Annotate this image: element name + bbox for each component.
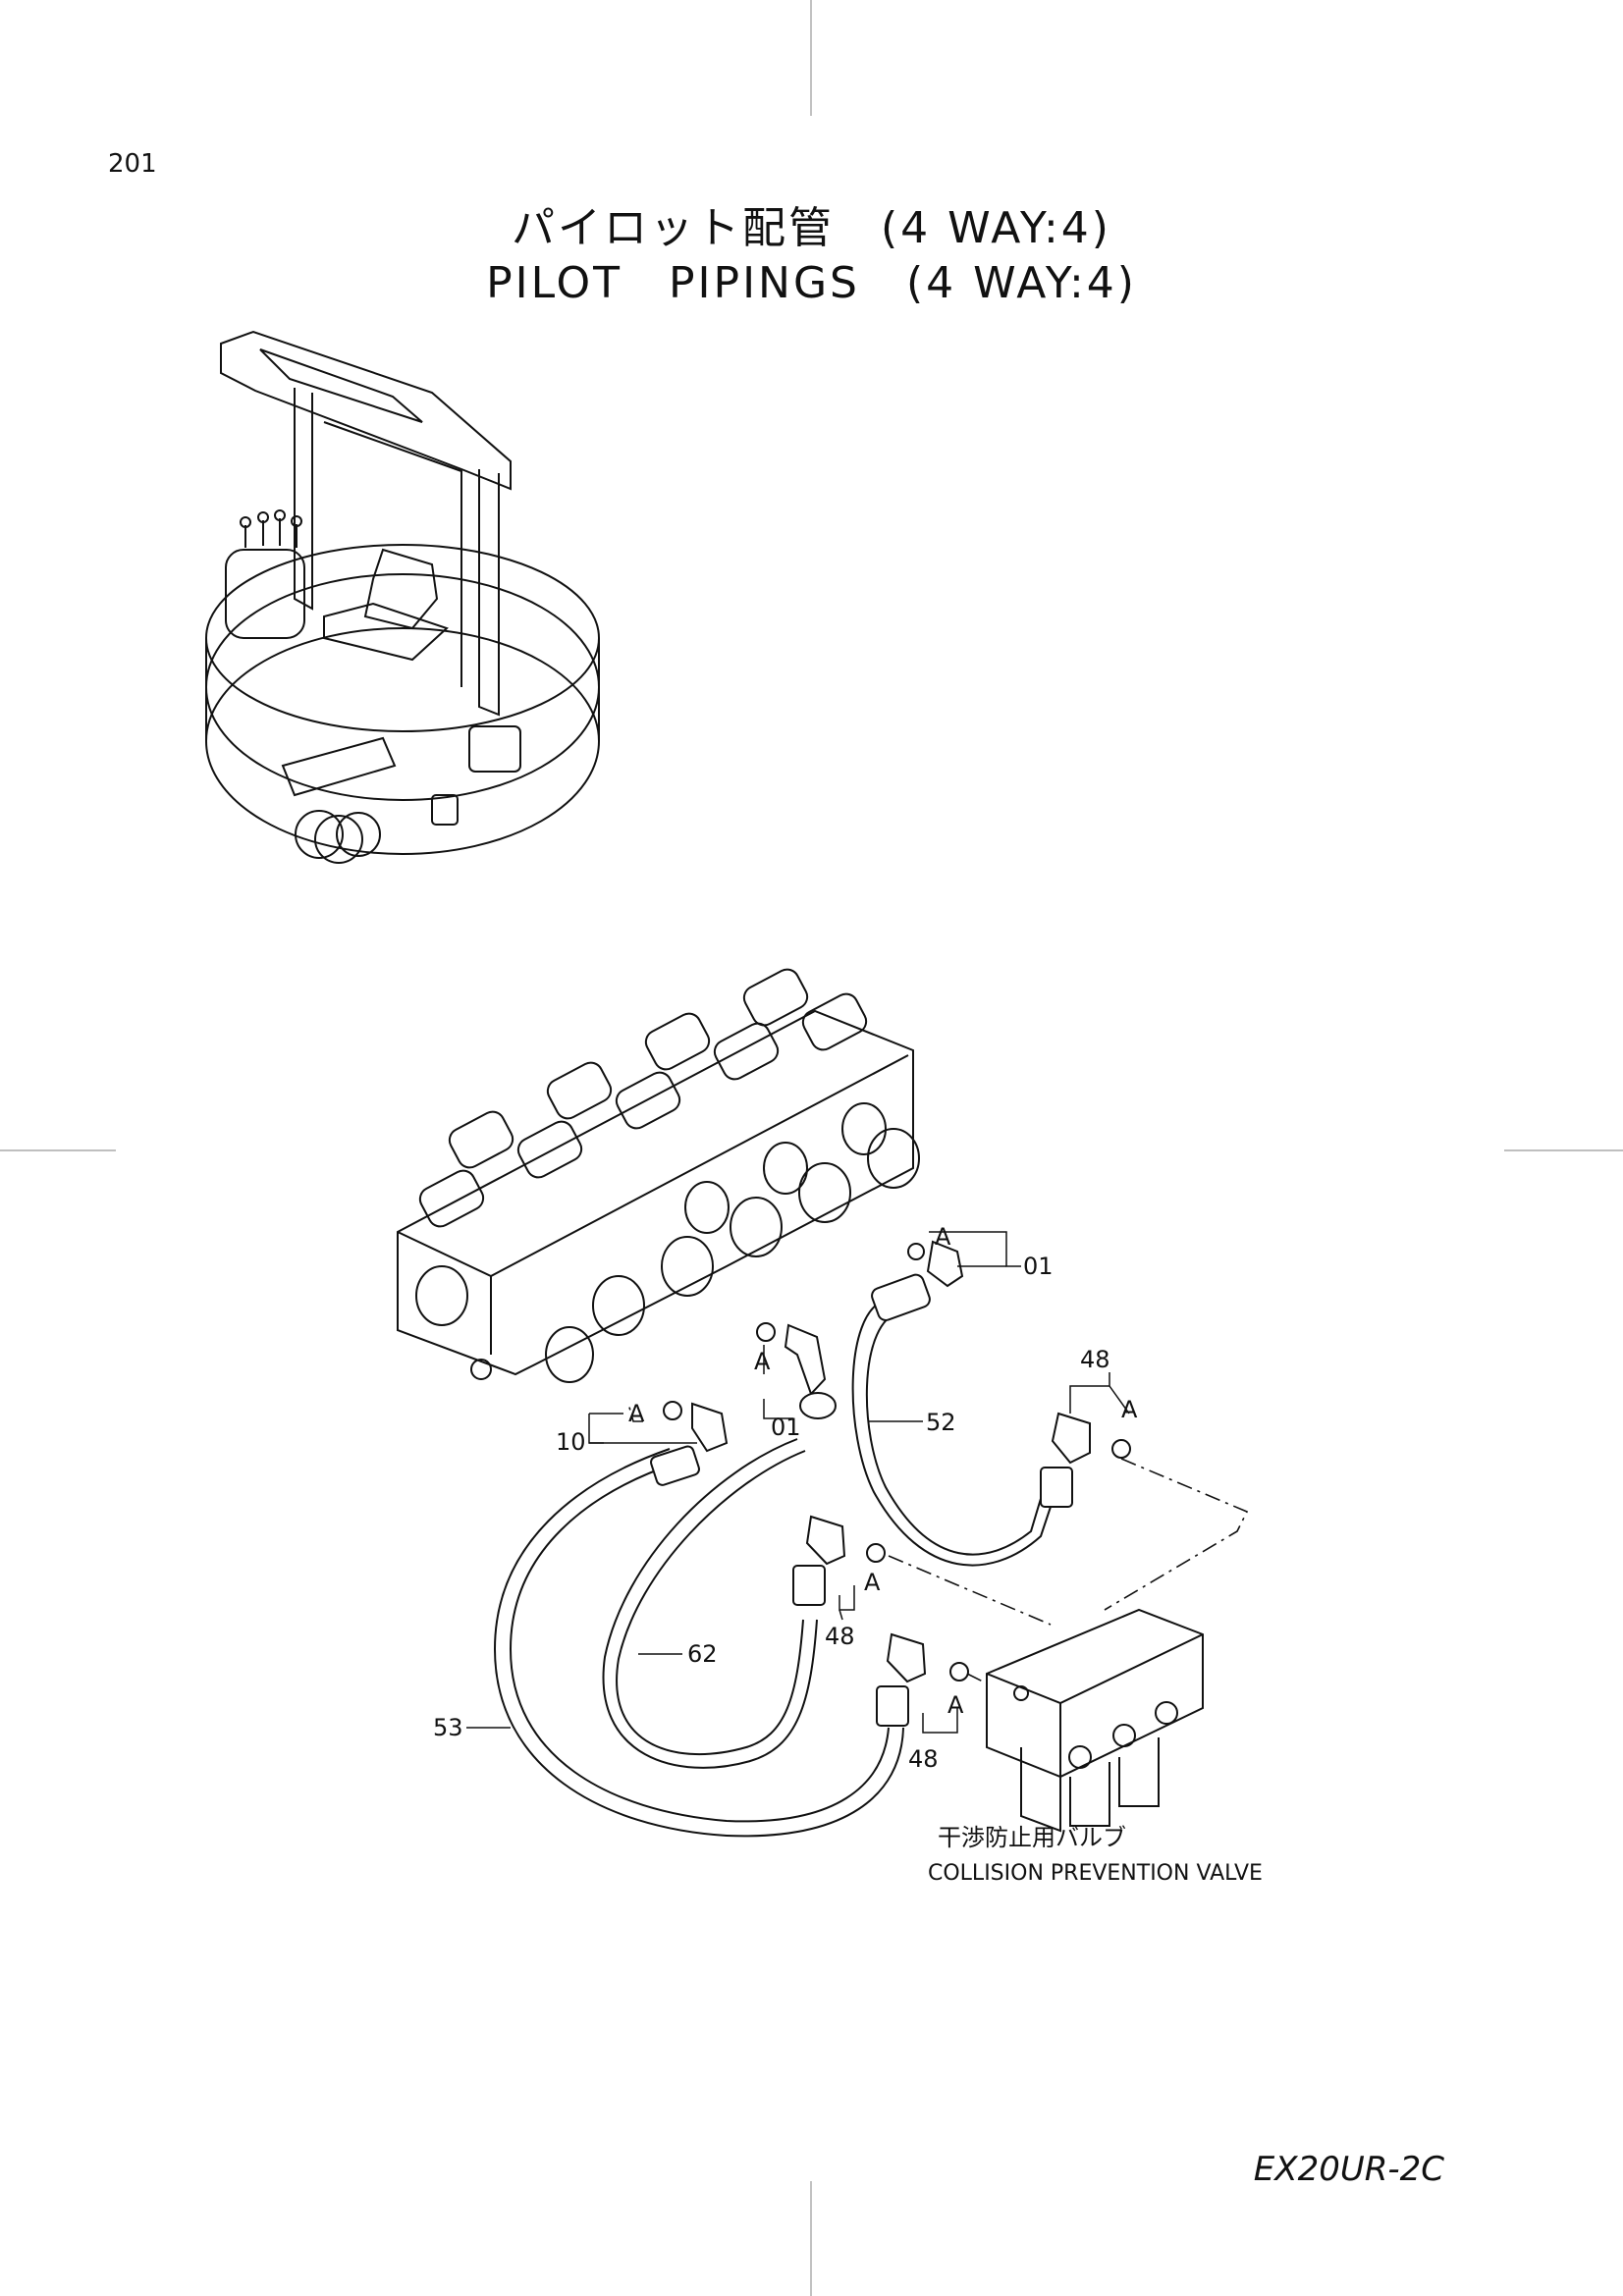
callout-part-52: 52: [926, 1409, 956, 1436]
callout-a-mid2: A: [864, 1569, 881, 1596]
hoses: [493, 1300, 1056, 1838]
callout-a-right: A: [1121, 1396, 1138, 1423]
callout-a-low: A: [947, 1691, 964, 1719]
connection-lines: [627, 1403, 1249, 1684]
fittings: [650, 1240, 1131, 1727]
callout-a-top: A: [935, 1223, 951, 1251]
control-valve-assembly: [397, 968, 920, 1383]
callout-a-mid: A: [754, 1348, 771, 1375]
callout-part-01-top: 01: [1023, 1253, 1054, 1280]
callout-part-53: 53: [433, 1714, 463, 1741]
title-japanese: パイロット配管 (4 WAY:4): [512, 203, 1111, 253]
model-number: EX20UR-2C: [1253, 2150, 1444, 2189]
machine-overview-illustration: [205, 330, 600, 864]
callout-part-62: 62: [687, 1640, 718, 1668]
valve-label-english: COLLISION PREVENTION VALVE: [928, 1861, 1263, 1886]
callout-part-01-mid: 01: [771, 1414, 801, 1441]
collision-prevention-valve: [986, 1608, 1204, 1833]
callout-part-48-right: 48: [1080, 1346, 1110, 1373]
title-english: PILOT PIPINGS (4 WAY:4): [486, 258, 1137, 308]
callout-part-48-low: 48: [908, 1745, 939, 1773]
callout-part-10: 10: [556, 1428, 586, 1456]
callout-a-left: A: [628, 1400, 645, 1427]
valve-label-japanese: 干渉防止用バルブ: [938, 1824, 1126, 1851]
page-number: 201: [108, 149, 157, 179]
callout-part-48-mid: 48: [825, 1623, 855, 1650]
callout-labels: A 01 48 A A 01 52 10 A 62 48 A 53 48 A: [433, 1223, 1138, 1773]
leader-lines: [466, 1231, 1130, 1734]
